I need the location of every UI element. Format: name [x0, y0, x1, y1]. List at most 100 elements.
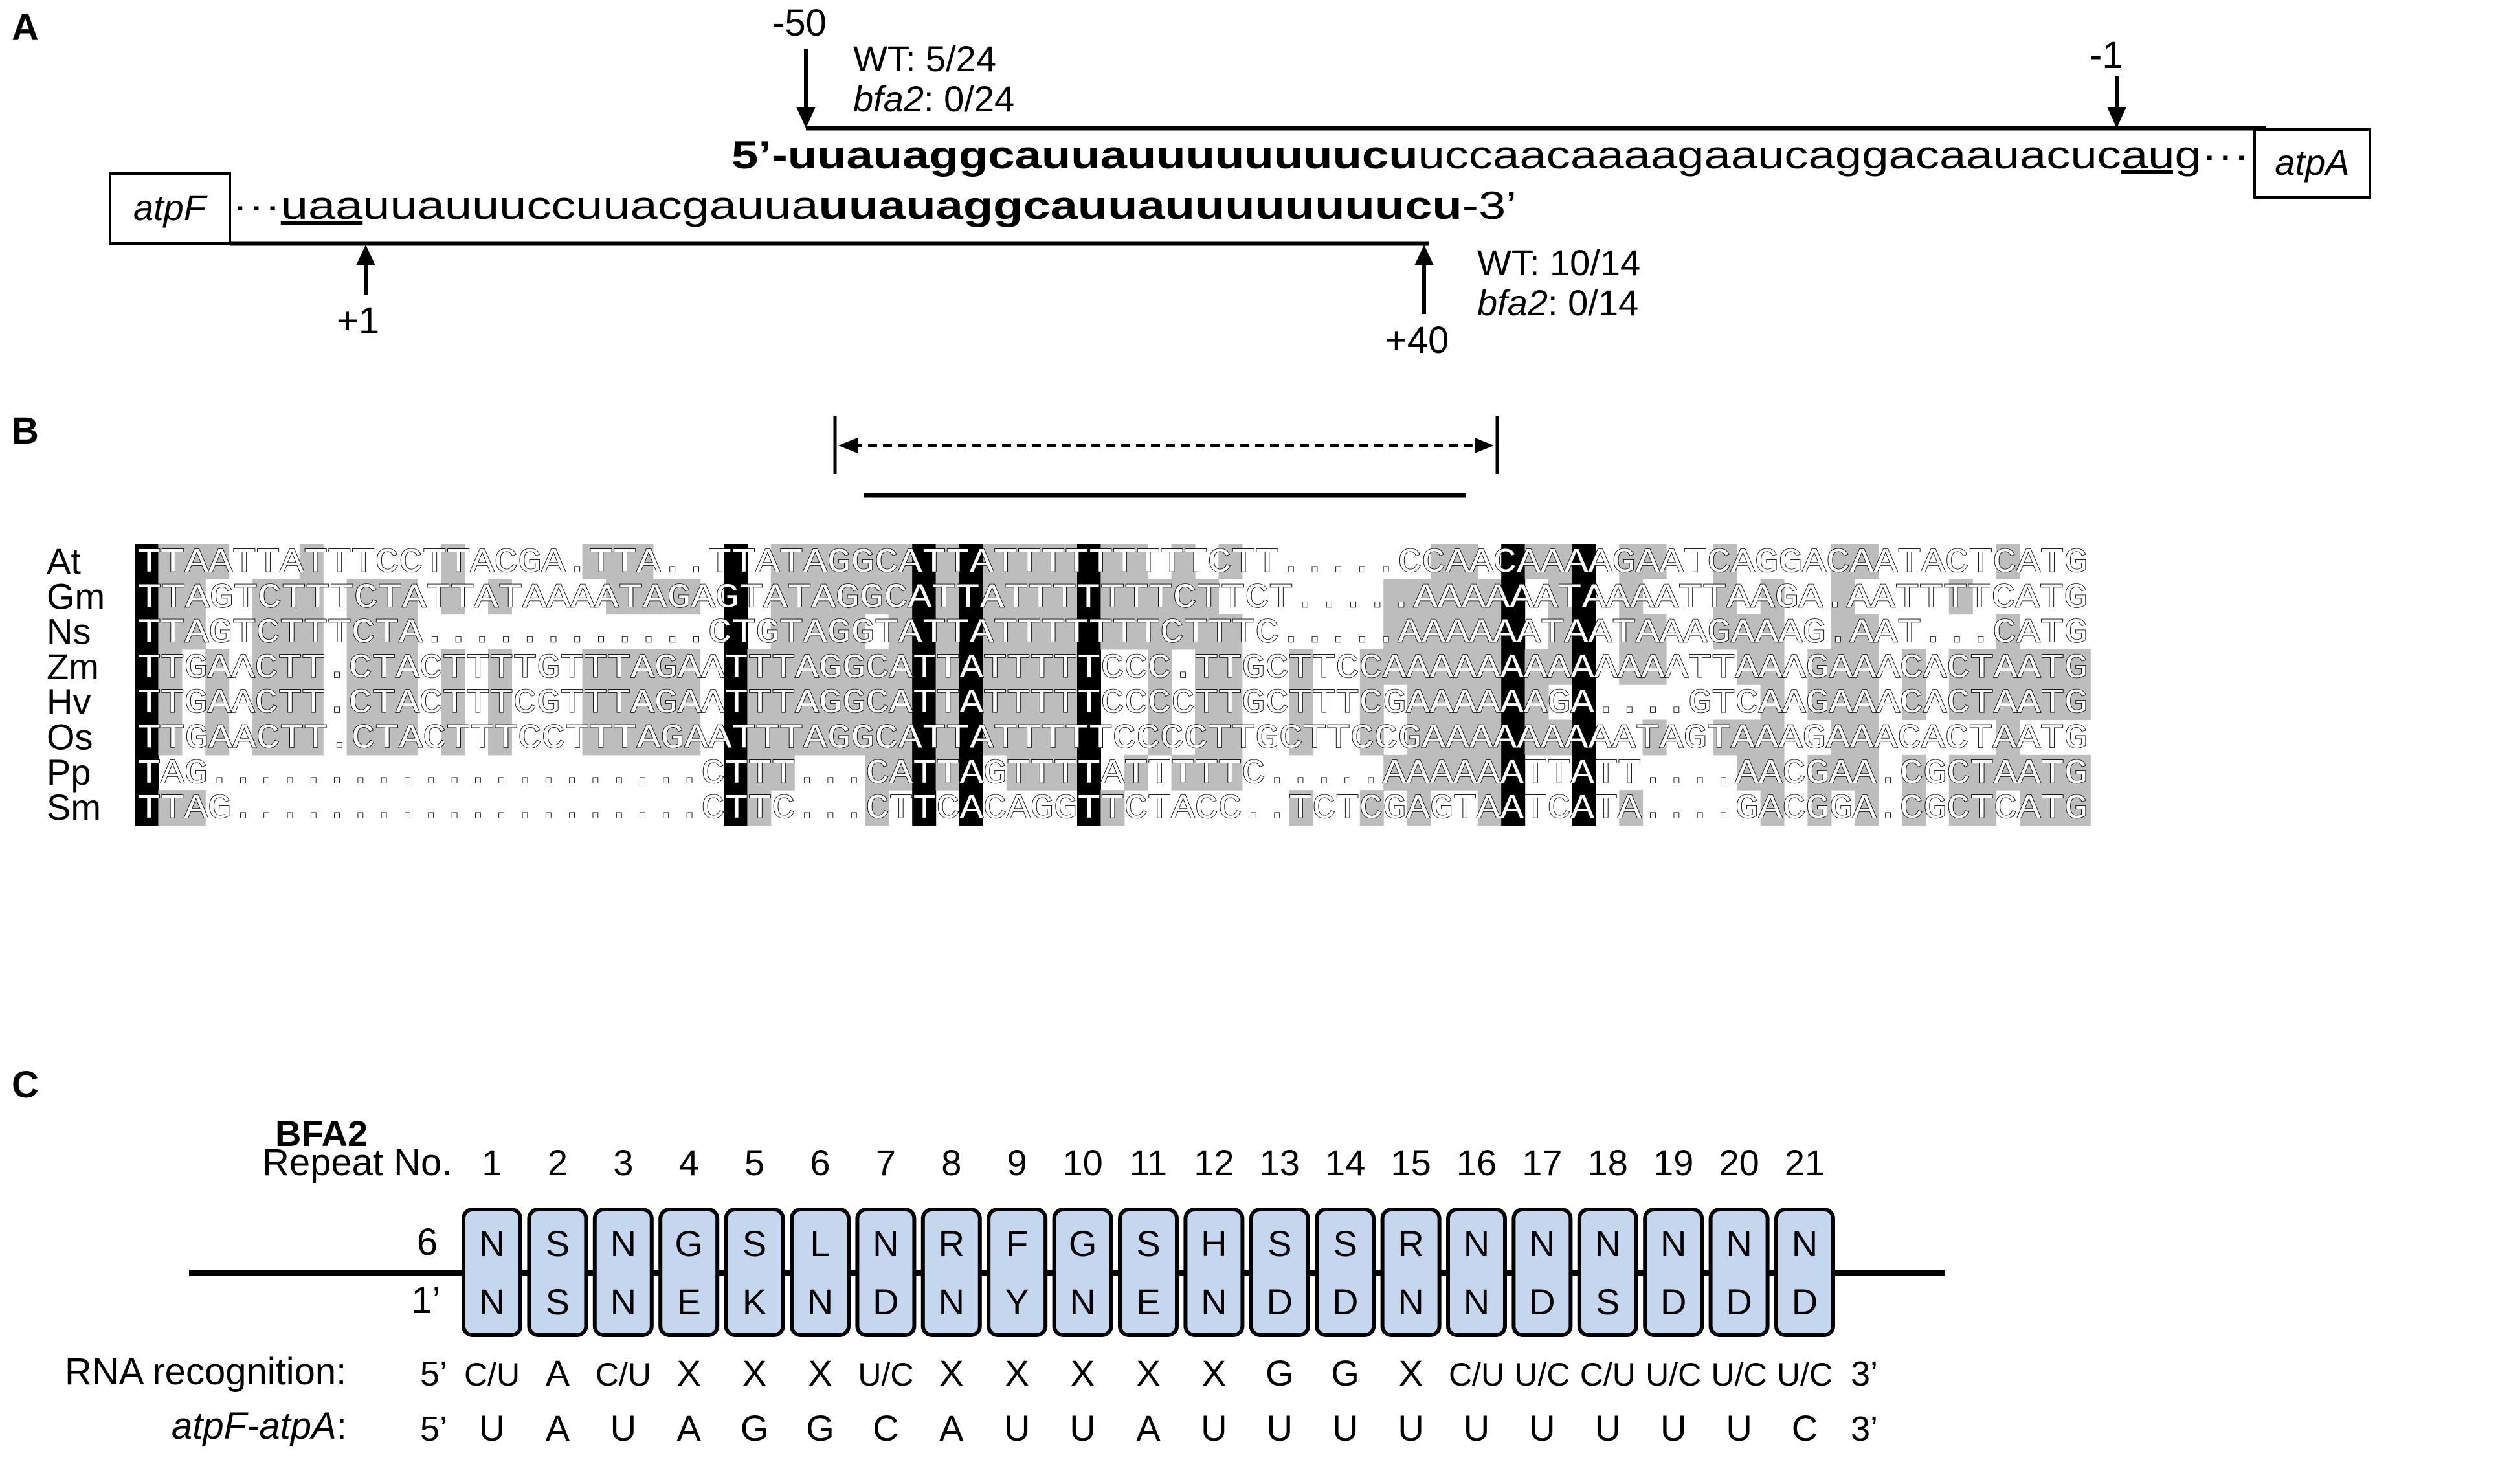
conserved-cell [1454, 719, 1478, 756]
conserved-cell [1407, 684, 1431, 721]
conserved-cell [865, 544, 889, 579]
conserved-cell [724, 790, 748, 826]
target-nt-10: U [1069, 1408, 1095, 1448]
conserved-cell [724, 684, 748, 721]
position-1prime-label: 1’ [411, 1279, 440, 1321]
conserved-cell [724, 614, 748, 650]
residue-1prime-2: S [546, 1281, 570, 1322]
footprint-bracket [833, 416, 1499, 498]
repeat-box-21 [1774, 1208, 1835, 1337]
conserved-cell [912, 684, 937, 721]
panel-label-c: C [12, 1064, 39, 1106]
target-nt-20: U [1726, 1408, 1752, 1448]
conserved-cell [1148, 579, 1172, 615]
conserved-cell [794, 719, 819, 756]
residue-1prime-8: N [939, 1281, 965, 1322]
repeat-box-2 [527, 1208, 588, 1337]
repeat-box-16 [1446, 1208, 1507, 1337]
conserved-cell [1171, 614, 1196, 650]
residue-6-1: N [479, 1223, 505, 1264]
conserved-cell [865, 719, 889, 756]
recognition-6: X [808, 1353, 832, 1393]
conserved-cell [747, 790, 772, 826]
conserved-cell [1572, 754, 1596, 791]
conserved-cell [912, 649, 937, 685]
conserved-cell [1572, 719, 1596, 756]
conserved-cell [935, 754, 960, 791]
conserved-cell [1454, 649, 1478, 685]
residue-6-21: N [1792, 1223, 1818, 1264]
conserved-cell [1077, 754, 1101, 791]
conserved-cell [1454, 579, 1478, 615]
recognition-13: G [1266, 1353, 1294, 1393]
repeat-box-12 [1183, 1208, 1245, 1337]
conserved-cell [1077, 684, 1101, 721]
alignment-row-ns: TTAGTCTTTCTA............CTGTAGGTATTATTTT… [137, 614, 2088, 653]
panel-label-a: A [12, 6, 39, 49]
conserved-cell [842, 684, 865, 721]
five-prime-label: 5’ [420, 1410, 447, 1448]
conserved-cell [394, 579, 418, 615]
target-nt-5: G [741, 1408, 769, 1448]
conserved-cell [1148, 614, 1172, 650]
conserved-cell [1030, 719, 1054, 756]
arrow-plus40 [1414, 245, 1434, 314]
residue-1prime-10: N [1069, 1281, 1095, 1322]
conserved-cell [181, 614, 206, 650]
conserved-cell [1807, 754, 1832, 791]
repeat-box-4 [658, 1208, 720, 1337]
conserved-cell [1619, 544, 1644, 579]
repeat-number-10: 10 [1062, 1142, 1102, 1183]
conserved-cell [276, 614, 300, 650]
residue-6-13: S [1267, 1223, 1291, 1264]
conserved-cell [935, 579, 960, 615]
conserved-cell [135, 754, 159, 791]
conserved-cell [652, 579, 677, 615]
conserved-cell [158, 544, 183, 579]
conserved-cell [865, 684, 889, 721]
conserved-cell [1477, 684, 1502, 721]
repeat-number-16: 16 [1456, 1142, 1497, 1183]
target-nt-3: U [610, 1408, 636, 1448]
conserved-cell [865, 790, 889, 826]
conserved-cell [582, 649, 607, 685]
conserved-cell [676, 579, 701, 615]
conserved-cell [1289, 684, 1313, 721]
conserved-cell [1077, 544, 1101, 579]
repeat-number-14: 14 [1325, 1142, 1365, 1183]
conserved-cell [770, 719, 795, 756]
repeat-number-5: 5 [744, 1142, 764, 1183]
repeat-number-12: 12 [1194, 1142, 1234, 1183]
conserved-cell [912, 614, 937, 650]
conserved-cell [158, 684, 183, 721]
conserved-cell [606, 544, 630, 579]
conserved-cell [1855, 754, 1879, 791]
conserved-cell [346, 579, 371, 615]
conserved-cell [1713, 719, 1737, 756]
conserved-cell [1383, 649, 1408, 685]
recognition-15: X [1399, 1353, 1423, 1393]
conserved-cell [1972, 684, 1997, 721]
conserved-cell [935, 719, 960, 756]
conserved-cell [1831, 579, 1855, 615]
conserved-cell [888, 649, 913, 685]
conserved-cell [912, 719, 937, 756]
conserved-cell [276, 649, 300, 685]
conserved-cell [959, 614, 983, 650]
residue-6-6: L [810, 1223, 830, 1264]
conserved-cell [888, 614, 913, 650]
conserved-cell [1359, 649, 1384, 685]
conserved-cell [1124, 754, 1148, 791]
conserved-cell [818, 579, 842, 615]
repeat-number-15: 15 [1390, 1142, 1431, 1183]
conserved-cell [276, 579, 300, 615]
three-prime-label: 3’ [1851, 1355, 1878, 1393]
conserved-cell [1572, 614, 1596, 650]
conserved-cell [1524, 684, 1549, 721]
residue-6-8: R [939, 1223, 965, 1264]
target-nt-7: C [873, 1408, 898, 1448]
conserved-cell [770, 649, 795, 685]
conserved-cell [1030, 579, 1054, 615]
conserved-cell [1218, 614, 1243, 650]
conserved-cell [1572, 790, 1596, 826]
